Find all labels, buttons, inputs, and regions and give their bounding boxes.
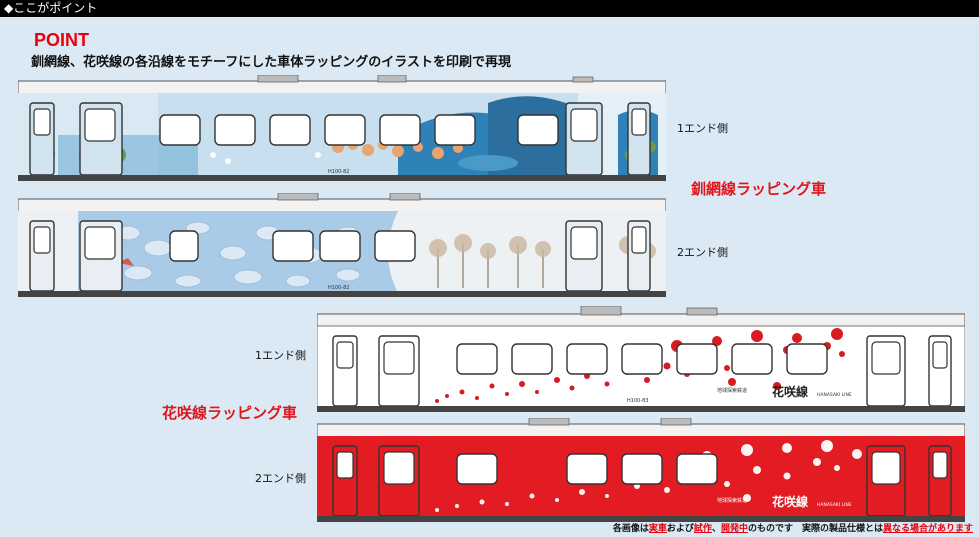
section-header-bar: ◆ここがポイント: [0, 0, 979, 17]
hanasaki-logo: 花咲線: [772, 384, 808, 399]
point-heading: POINT: [34, 30, 90, 50]
footer-text: 各画像は: [612, 524, 649, 534]
hanasaki-logo-en: HANASAKI LINE: [817, 502, 852, 508]
car-number: H100-82: [328, 169, 349, 175]
car-number: H100-82: [328, 285, 349, 291]
hanasaki-logo-en: HANASAKI LINE: [817, 392, 852, 398]
senmo-wrap-label: 釧網線ラッピング車: [691, 180, 827, 198]
hanasaki-logo-sub: 地球探索鉄道: [717, 387, 747, 394]
hanasaki-logo: 花咲線: [772, 494, 808, 509]
car-number: H100-83: [627, 398, 648, 404]
senmo-1end-label: 1エンド側: [677, 122, 728, 135]
senmo-2end-label: 2エンド側: [677, 246, 728, 259]
footer-text: 、: [711, 524, 721, 534]
hanasaki-car-1end-image: 地球探索鉄道 花咲線 HANASAKI LINE H100-83: [317, 306, 965, 412]
hanasaki-2end-label: 2エンド側: [255, 472, 306, 485]
hanasaki-car-2end-image: 地球探索鉄道 花咲線 HANASAKI LINE: [317, 418, 965, 522]
hanasaki-1end-label: 1エンド側: [255, 349, 306, 362]
footer-text: および: [666, 524, 694, 534]
point-headline: 釧網線、花咲線の各沿線をモチーフにした車体ラッピングのイラストを印刷で再現: [31, 55, 511, 70]
footer-highlight: 実車: [648, 524, 667, 534]
footer-highlight: 異なる場合があります: [882, 524, 973, 534]
footer-highlight: 試作: [693, 524, 712, 534]
disclaimer-footer: 各画像は実車および試作、開発中のものです 実際の製品仕様とは異なる場合があります: [613, 521, 973, 534]
footer-text: のものです 実際の製品仕様とは: [747, 524, 883, 534]
senmo-car-2end-image: H100-82: [18, 193, 666, 297]
senmo-car-1end-image: H100-82: [18, 75, 666, 181]
hanasaki-wrap-label: 花咲線ラッピング車: [162, 404, 298, 422]
section-title: ◆ここがポイント: [4, 1, 98, 15]
footer-highlight: 開発中: [720, 524, 748, 534]
hanasaki-logo-sub: 地球探索鉄道: [717, 497, 747, 504]
